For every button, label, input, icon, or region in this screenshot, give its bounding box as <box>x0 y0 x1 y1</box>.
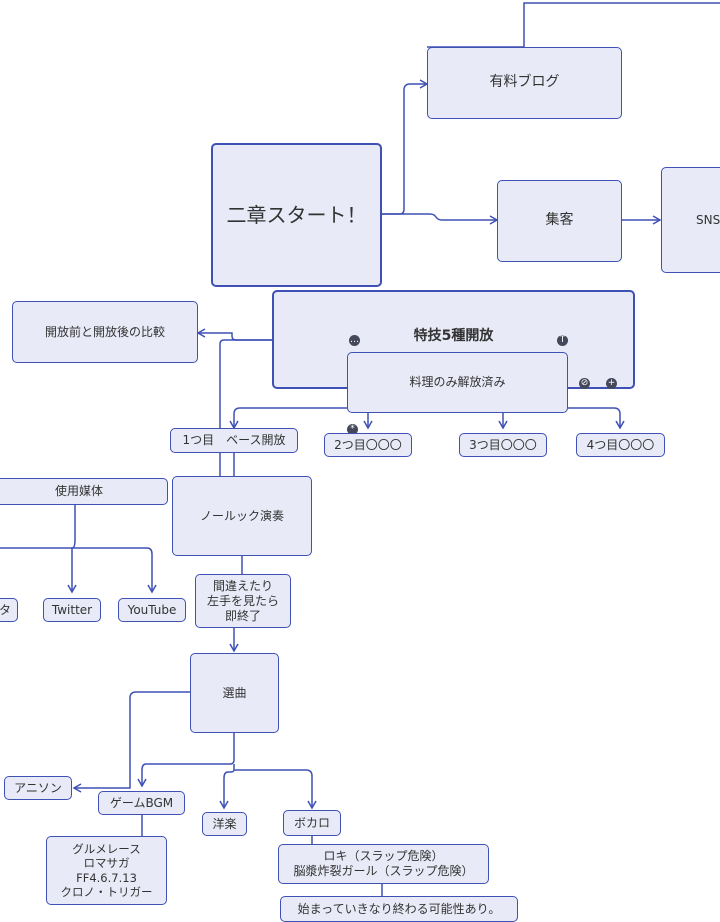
node-shukyaku[interactable]: 集客 <box>497 180 622 262</box>
node-three-label: 3つ目〇〇〇 <box>469 437 537 452</box>
node-insta-label: タ <box>0 602 11 617</box>
t-icon[interactable]: T <box>557 335 568 346</box>
node-hajimatte[interactable]: 始まっていきなり終わる可能性あり。 <box>280 896 518 922</box>
node-paid-blog[interactable]: 有料ブログ <box>427 47 622 119</box>
node-start[interactable]: 二章スタート！ <box>211 143 382 287</box>
node-paid-blog-label: 有料ブログ <box>489 74 560 91</box>
node-mistake[interactable]: 間違えたり 左手を見たら 即終了 <box>195 574 291 628</box>
node-four-label: 4つ目〇〇〇 <box>586 437 655 452</box>
node-vocaloid-label: ボカロ <box>293 815 330 830</box>
node-youtube-label: YouTube <box>127 602 177 617</box>
plus-icon[interactable]: + <box>606 378 617 389</box>
node-media-label: 使用媒体 <box>54 484 103 498</box>
node-one-label: 1つ目 ベース開放 <box>182 433 286 447</box>
node-shukyaku-label: 集客 <box>545 212 574 229</box>
node-yogaku[interactable]: 洋楽 <box>202 812 247 836</box>
node-vocaloid[interactable]: ボカロ <box>283 810 341 836</box>
node-senkyoku-label: 選曲 <box>222 685 247 700</box>
node-nolook[interactable]: ノールック演奏 <box>172 476 312 556</box>
node-sns[interactable]: SNS <box>661 167 720 273</box>
node-ryori-label: 料理のみ解放済み <box>409 375 506 389</box>
node-senkyoku[interactable]: 選曲 <box>190 653 279 733</box>
node-compare[interactable]: 開放前と開放後の比較 <box>12 301 198 363</box>
node-insta[interactable]: タ <box>0 598 18 622</box>
node-ryori[interactable]: 料理のみ解放済み <box>347 352 568 413</box>
node-hajimatte-label: 始まっていきなり終わる可能性あり。 <box>297 901 501 916</box>
asterisk-icon[interactable]: * <box>347 424 358 435</box>
node-three[interactable]: 3つ目〇〇〇 <box>459 433 547 457</box>
node-roki-label: ロキ（スラップ危険） 脳漿炸裂ガール（スラップ危険） <box>293 849 474 878</box>
node-tokugi-label: 特技5種開放 <box>413 328 494 344</box>
node-compare-label: 開放前と開放後の比較 <box>44 324 165 339</box>
node-start-label: 二章スタート！ <box>226 202 367 227</box>
node-media[interactable]: 使用媒体 <box>0 478 168 505</box>
node-two[interactable]: 2つ目〇〇〇 <box>324 433 412 457</box>
ellipsis-icon[interactable]: … <box>349 335 360 346</box>
node-roki[interactable]: ロキ（スラップ危険） 脳漿炸裂ガール（スラップ危険） <box>278 844 489 884</box>
node-mistake-label: 間違えたり 左手を見たら 即終了 <box>206 578 279 623</box>
node-games[interactable]: グルメレース ロマサガ FF4.6.7.13 クロノ・トリガー <box>46 836 167 905</box>
node-two-label: 2つ目〇〇〇 <box>334 437 402 452</box>
node-yogaku-label: 洋楽 <box>212 816 237 831</box>
node-twitter-label: Twitter <box>51 602 93 617</box>
node-twitter[interactable]: Twitter <box>43 598 101 622</box>
node-nolook-label: ノールック演奏 <box>199 508 284 523</box>
node-anison[interactable]: アニソン <box>4 776 72 800</box>
slash-icon[interactable]: ⊘ <box>579 378 590 389</box>
node-gamebgm[interactable]: ゲームBGM <box>98 791 185 815</box>
node-games-label: グルメレース ロマサガ FF4.6.7.13 クロノ・トリガー <box>60 841 153 899</box>
node-youtube[interactable]: YouTube <box>118 598 186 622</box>
node-sns-label: SNS <box>696 212 720 227</box>
node-four[interactable]: 4つ目〇〇〇 <box>576 433 665 457</box>
node-one[interactable]: 1つ目 ベース開放 <box>170 428 298 453</box>
node-gamebgm-label: ゲームBGM <box>109 795 174 810</box>
node-anison-label: アニソン <box>14 780 62 795</box>
